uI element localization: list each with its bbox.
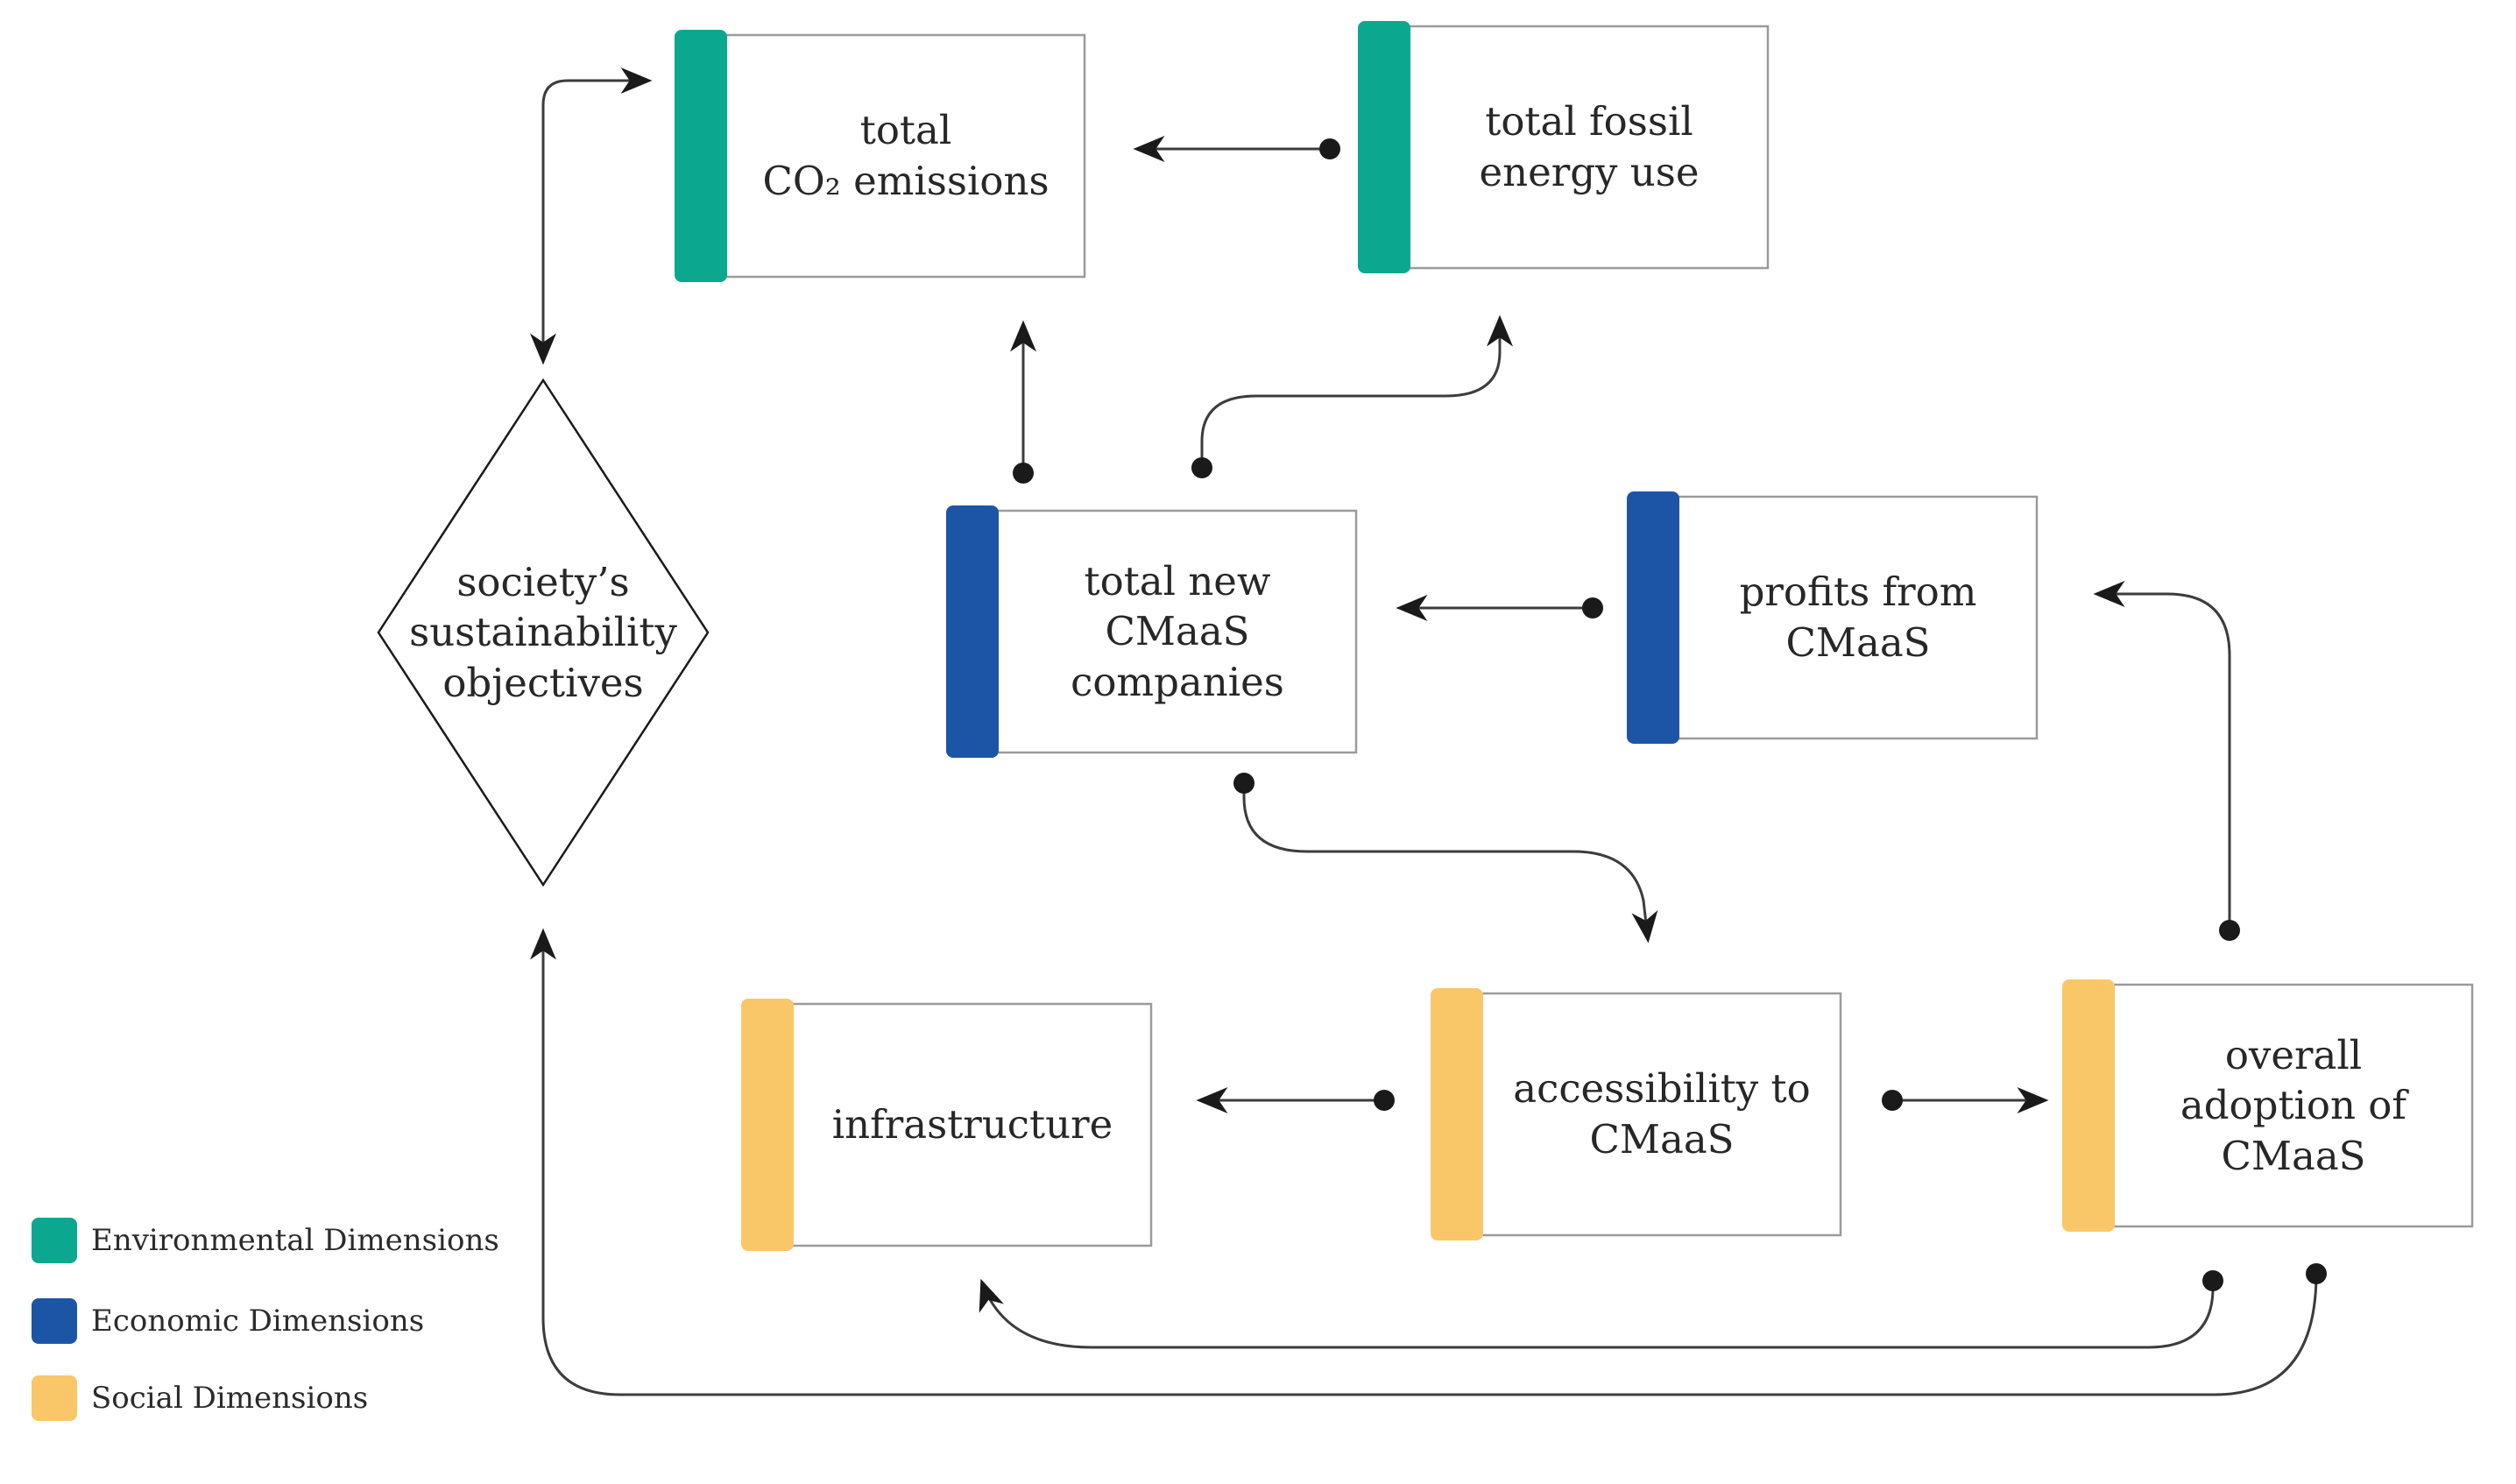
link-adoption-to-profits bbox=[2093, 581, 2231, 930]
legend-swatch-economic bbox=[32, 1298, 77, 1344]
link-origin-dot-adoption-to-profits bbox=[2219, 920, 2240, 941]
node-infrastructure-category-bar bbox=[741, 999, 794, 1251]
link-newcompanies-to-accessibility bbox=[1242, 783, 1658, 943]
link-origin-dot-accessibility-to-adoption bbox=[1882, 1090, 1903, 1111]
node-co2-emissions-box bbox=[678, 33, 1086, 279]
node-infrastructure-box bbox=[745, 1002, 1153, 1247]
legend-swatch-social bbox=[32, 1375, 77, 1421]
node-fossil-energy-category-bar bbox=[1358, 21, 1410, 273]
node-accessibility-box bbox=[1434, 992, 1842, 1237]
node-adoption-category-bar bbox=[2062, 979, 2115, 1232]
node-fossil-energy-box bbox=[1361, 25, 1770, 270]
node-adoption-box bbox=[2066, 983, 2474, 1228]
node-profits-category-bar bbox=[1627, 491, 1679, 744]
link-adoption-to-objectives bbox=[530, 928, 2318, 1396]
link-origin-dot-profits-to-newcompanies bbox=[1582, 597, 1603, 618]
link-origin-dot-adoption-to-objectives bbox=[2306, 1263, 2327, 1284]
link-origin-dot-newcompanies-to-co2 bbox=[1013, 463, 1034, 484]
node-new-companies-category-bar bbox=[946, 505, 999, 758]
link-origin-dot-accessibility-to-infrastructure bbox=[1374, 1090, 1395, 1111]
node-profits-box bbox=[1630, 495, 2039, 740]
legend-swatch-environmental bbox=[32, 1218, 77, 1263]
link-origin-dot-adoption-to-infrastructure bbox=[2202, 1270, 2223, 1291]
link-origin-dot-newcompanies-to-accessibility bbox=[1233, 773, 1254, 794]
node-accessibility-category-bar bbox=[1431, 988, 1483, 1240]
link-origin-dot-fossil-to-co2 bbox=[1319, 138, 1340, 159]
sustainability-objectives-diamond bbox=[377, 378, 710, 887]
link-newcompanies-to-fossil bbox=[1200, 314, 1513, 468]
link-origin-dot-newcompanies-to-fossil bbox=[1191, 457, 1212, 478]
node-co2-emissions-category-bar bbox=[675, 30, 727, 282]
link-adoption-to-infrastructure bbox=[979, 1278, 2215, 1349]
node-new-companies-box bbox=[950, 509, 1358, 754]
link-objectives-co2-bidirectional bbox=[530, 67, 653, 365]
